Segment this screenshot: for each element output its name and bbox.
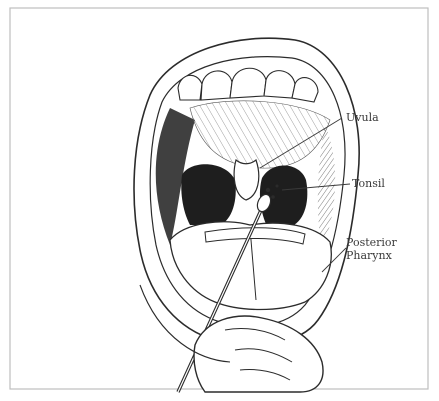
throat-cavity-left bbox=[181, 164, 235, 225]
label-posterior: Posterior bbox=[346, 236, 398, 249]
label-pharynx: Pharynx bbox=[346, 249, 393, 262]
label-tonsil: Tonsil bbox=[352, 177, 385, 190]
label-uvula: Uvula bbox=[346, 111, 379, 124]
